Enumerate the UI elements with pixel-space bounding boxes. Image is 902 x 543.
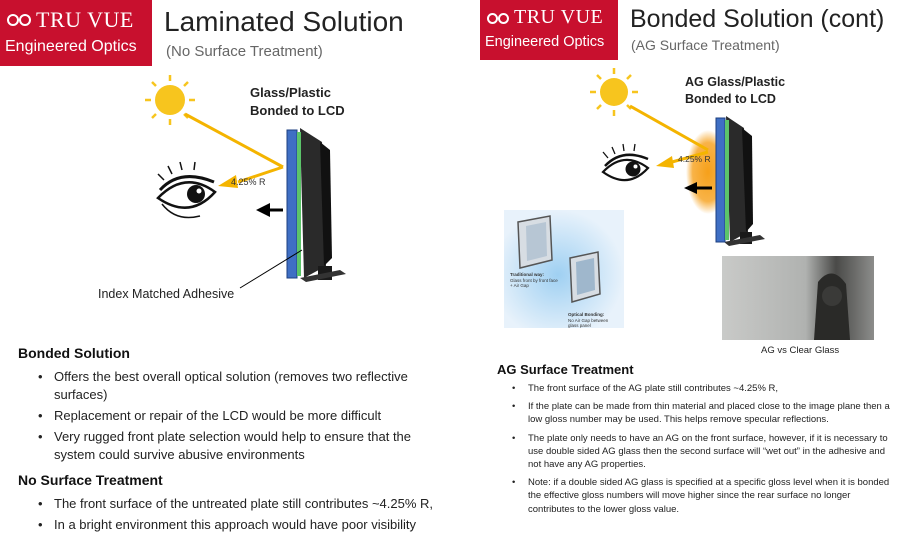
incoming-light-ray <box>629 104 709 152</box>
section-heading-ag: AG Surface Treatment <box>497 362 634 377</box>
sun-icon <box>590 68 638 116</box>
inset-label-optical-bonding-line3: glass panel <box>568 323 591 328</box>
list-item: Offers the best overall optical solution… <box>36 368 428 404</box>
image-arrowhead-icon <box>684 182 697 194</box>
eye-icon <box>601 143 650 182</box>
tru-vue-emblem-icon <box>487 13 509 24</box>
image-arrowhead-icon <box>256 203 270 217</box>
reflection-label: 4.25% R <box>678 154 711 164</box>
lcd-monitor-icon <box>300 128 346 282</box>
reflected-light-ray <box>671 150 709 164</box>
list-item: Very rugged front plate selection would … <box>36 428 428 464</box>
inset-label-optical-bonding-line2: No Air Gap between <box>568 317 609 323</box>
bonded-bullets: Offers the best overall optical solution… <box>36 368 428 467</box>
reflected-light-ray <box>237 165 284 184</box>
eye-icon <box>156 161 217 219</box>
bonding-comparison-image <box>504 210 624 328</box>
incoming-light-ray <box>184 112 284 169</box>
slide-title: Laminated Solution <box>164 6 404 37</box>
list-item: If the plate can be made from thin mater… <box>510 400 890 426</box>
tru-vue-logo: TRU VUE Engineered Optics <box>480 0 618 60</box>
sun-icon <box>145 75 195 125</box>
slide-title: Bonded Solution (cont) <box>630 5 885 33</box>
ag-glass-label-line2: Bonded to LCD <box>685 92 776 106</box>
list-item: In a bright environment this approach wo… <box>36 516 436 534</box>
slide-subtitle: (AG Surface Treatment) <box>631 37 780 53</box>
list-item: The front surface of the AG plate still … <box>510 382 890 395</box>
inset-label-traditional: Traditional way: Glass front by front fa… <box>510 272 558 289</box>
logo-wordmark: TRU VUE <box>514 6 604 28</box>
ag-vs-clear-glass-photo <box>722 256 874 340</box>
list-item: The front surface of the untreated plate… <box>36 495 436 513</box>
list-item: The plate only needs to have an AG on th… <box>510 432 890 472</box>
list-item: Replacement or repair of the LCD would b… <box>36 407 428 425</box>
no-surface-bullets: The front surface of the untreated plate… <box>36 495 436 537</box>
ag-glass-label: AG Glass/Plastic Bonded to LCD <box>685 74 785 108</box>
inset-label-optical-bonding: Optical Bonding: No Air Gap between glas… <box>568 312 608 329</box>
glass-label: Glass/Plastic Bonded to LCD <box>250 84 345 120</box>
slide-laminated-solution: TRU VUE Engineered Optics Laminated Solu… <box>0 0 445 543</box>
list-item: Note: if a double sided AG glass is spec… <box>510 476 890 516</box>
inset-label-traditional-line1: Traditional way: <box>510 272 545 277</box>
lcd-monitor-icon <box>724 116 765 246</box>
adhesive-pointer-line <box>239 249 303 289</box>
glass-label-line1: Glass/Plastic <box>250 85 331 100</box>
inset-label-traditional-line3: + Air Gap <box>510 283 529 288</box>
adhesive-layer <box>297 132 301 276</box>
ag-glass-label-line1: AG Glass/Plastic <box>685 75 786 89</box>
tru-vue-emblem-icon <box>7 14 31 26</box>
logo-wordmark: TRU VUE <box>36 7 134 32</box>
adhesive-layer <box>725 120 729 240</box>
laminated-diagram: Glass/Plastic Bonded to LCD 4.25% R Inde… <box>0 70 445 310</box>
adhesive-label: Index Matched Adhesive <box>98 287 235 301</box>
ag-glass-plate <box>715 117 726 243</box>
reflection-arrowhead-icon <box>656 156 674 168</box>
slide-bonded-solution-cont: TRU VUE Engineered Optics Bonded Solutio… <box>480 0 902 528</box>
ag-diagram: AG Glass/Plastic Bonded to LCD 4.25% R T… <box>480 62 902 352</box>
inset-label-optical-bonding-line1: Optical Bonding: <box>568 312 605 317</box>
reflection-arrowhead-icon <box>218 175 238 188</box>
reflection-label: 4.25% R <box>231 177 266 187</box>
photo-caption: AG vs Clear Glass <box>761 345 840 356</box>
logo-tagline: Engineered Optics <box>5 38 137 55</box>
tru-vue-logo: TRU VUE Engineered Optics <box>0 0 152 66</box>
section-heading-no-surface: No Surface Treatment <box>18 472 163 488</box>
slide-subtitle: (No Surface Treatment) <box>166 43 323 60</box>
logo-tagline: Engineered Optics <box>485 34 605 50</box>
section-heading-bonded: Bonded Solution <box>18 345 130 361</box>
ag-bullets: The front surface of the AG plate still … <box>510 382 890 521</box>
glass-label-line2: Bonded to LCD <box>250 103 345 118</box>
inset-label-traditional-line2: Glass front by front face <box>510 277 558 283</box>
